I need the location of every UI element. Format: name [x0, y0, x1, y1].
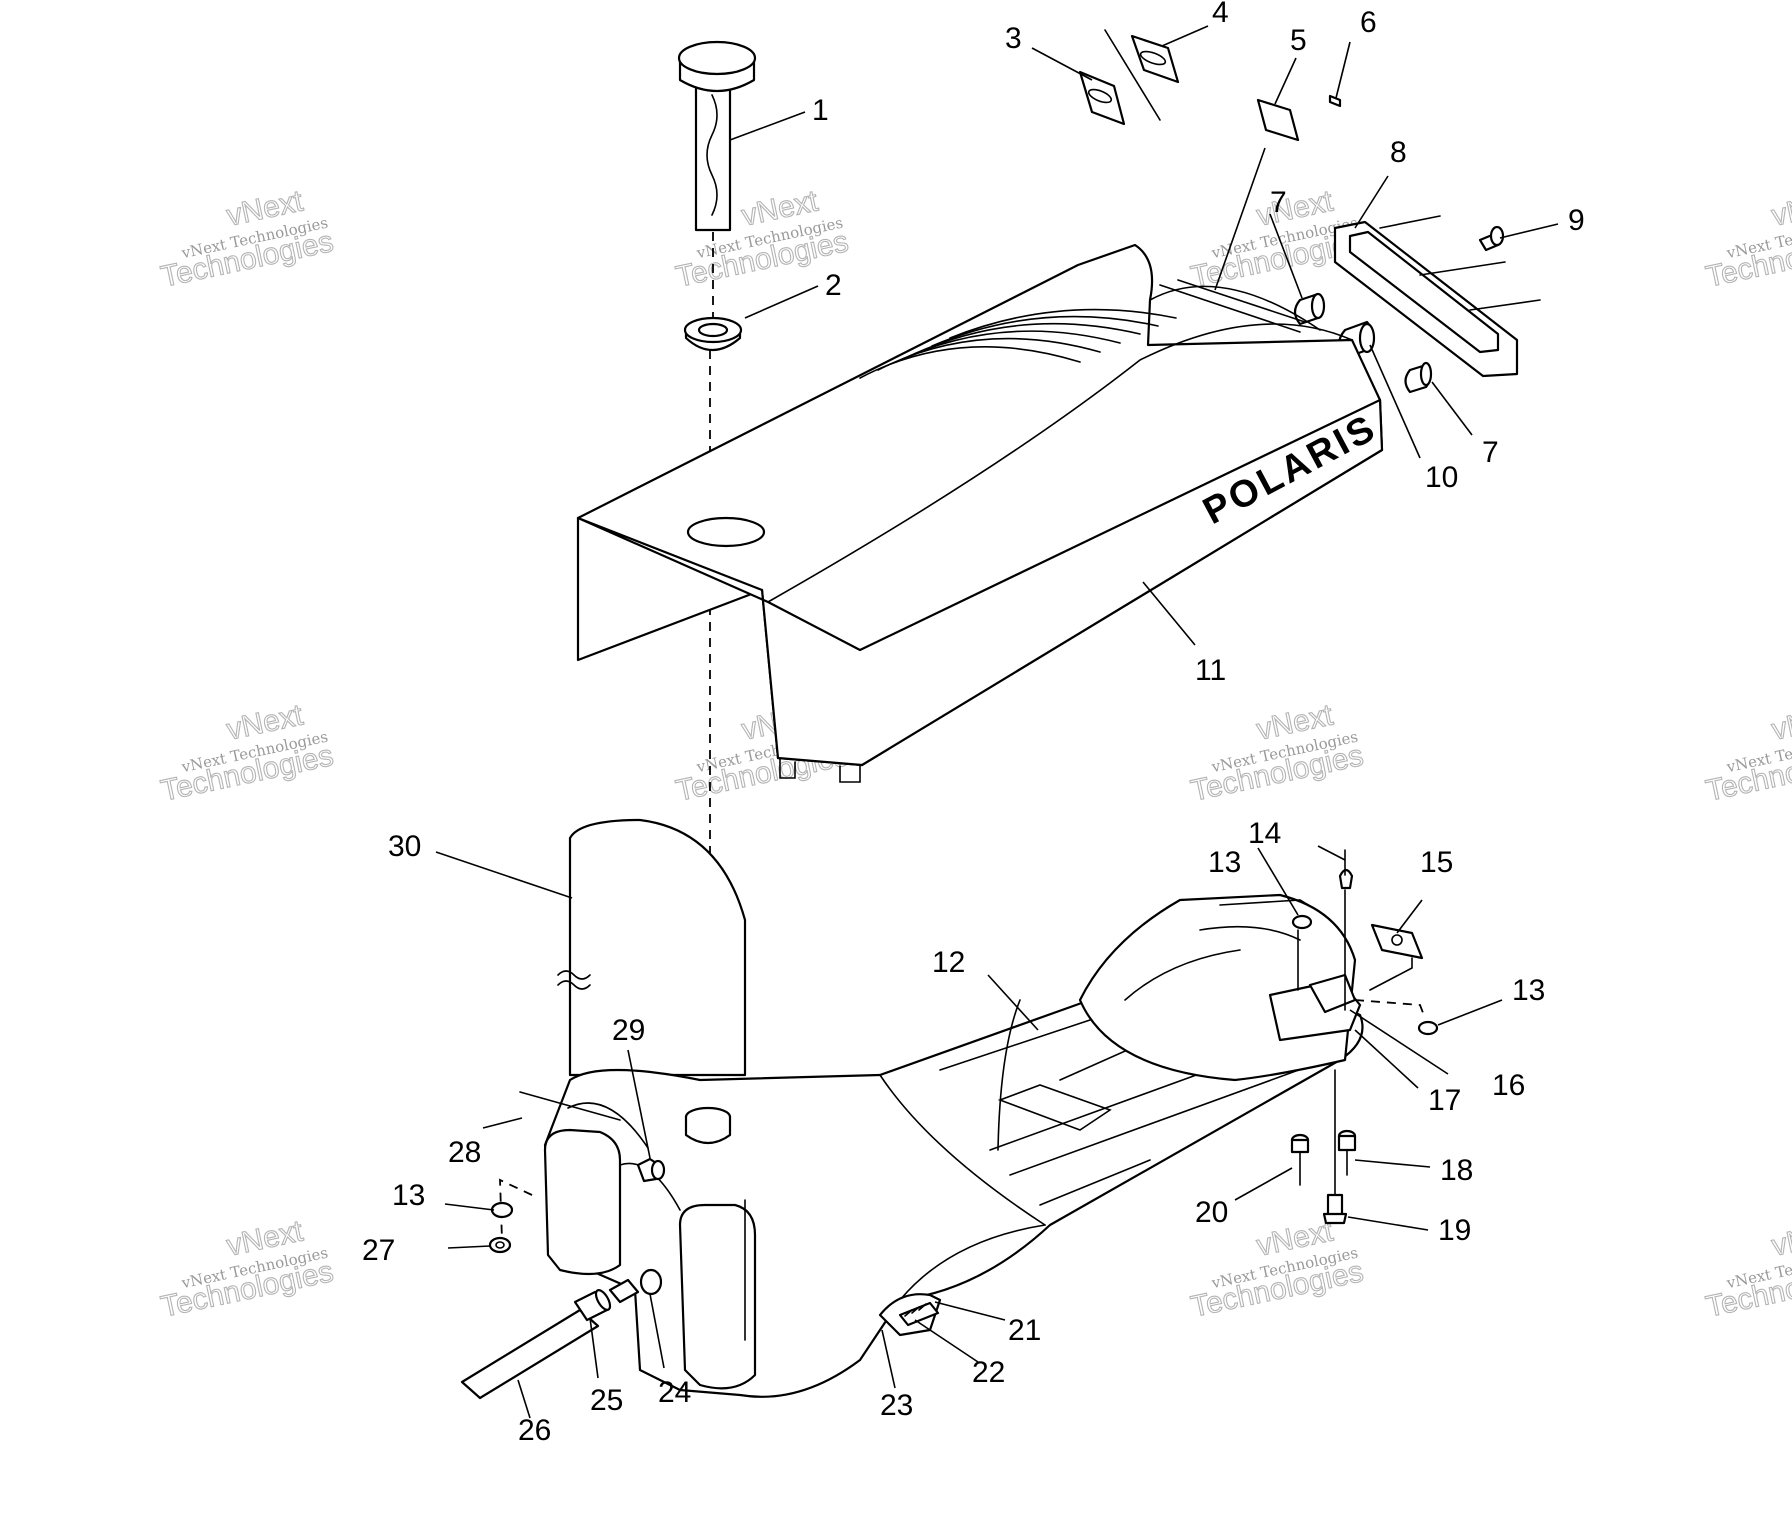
callout-13-right: 13 [1512, 974, 1545, 1007]
callout-17: 17 [1428, 1084, 1461, 1117]
callout-12: 12 [932, 946, 965, 979]
svg-text:vNext: vNext [1769, 1214, 1792, 1262]
callout-8: 8 [1390, 136, 1407, 169]
callout-7-upper: 7 [1270, 186, 1287, 219]
callout-27: 27 [362, 1234, 395, 1267]
taillight-housing-part-8 [1333, 215, 1541, 378]
callout-30: 30 [388, 830, 421, 863]
hardware-parts-13-to-29 [460, 849, 1439, 1400]
callout-13-left: 13 [392, 1179, 425, 1212]
fuel-cap-dipstick-part-1 [677, 40, 757, 330]
callout-24: 24 [658, 1376, 691, 1409]
callout-14: 14 [1248, 817, 1281, 850]
callout-18: 18 [1440, 1154, 1473, 1187]
callout-19: 19 [1438, 1214, 1471, 1247]
callout-6: 6 [1360, 6, 1377, 39]
callout-7-lower: 7 [1482, 436, 1499, 469]
callout-16: 16 [1492, 1069, 1525, 1102]
grommet-part-2 [683, 316, 743, 860]
callout-11: 11 [1195, 654, 1226, 687]
callout-2: 2 [825, 269, 842, 302]
callout-26: 26 [518, 1414, 551, 1447]
leader-lines [435, 25, 1559, 1419]
flap-part-30 [557, 818, 768, 1095]
callout-4: 4 [1212, 0, 1229, 29]
latch-plates-parts-3-4-5-6 [1078, 29, 1342, 142]
callout-21: 21 [1008, 1314, 1041, 1347]
callout-10: 10 [1425, 461, 1458, 494]
screw-part-9 [1478, 225, 1505, 252]
callout-20: 20 [1195, 1196, 1228, 1229]
callout-22: 22 [972, 1356, 1005, 1389]
callout-13-top: 13 [1208, 846, 1241, 879]
callout-28: 28 [448, 1136, 481, 1169]
tank-lobes [519, 1091, 757, 1390]
callout-23: 23 [880, 1389, 913, 1422]
callout-9: 9 [1568, 204, 1585, 237]
callout-3: 3 [1005, 22, 1022, 55]
svg-text:vNext: vNext [1769, 184, 1792, 232]
callout-25: 25 [590, 1384, 623, 1417]
callout-labels: 1 2 3 4 5 6 7 7 8 9 10 11 12 13 13 13 14… [362, 0, 1585, 1447]
callout-1: 1 [812, 94, 829, 127]
callout-15: 15 [1420, 846, 1453, 879]
callout-29: 29 [612, 1014, 645, 1047]
svg-text:vNext: vNext [1769, 698, 1792, 746]
callout-5: 5 [1290, 24, 1307, 57]
